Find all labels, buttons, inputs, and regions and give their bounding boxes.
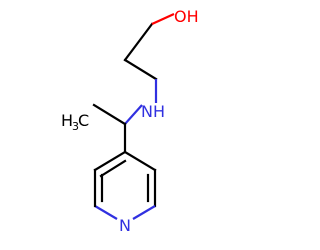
propanol-chain — [123, 12, 175, 81]
bond-nh-ch — [124, 104, 143, 125]
amine-linkages — [92, 79, 158, 154]
bond-ch-methyl — [92, 103, 127, 126]
amine-nh-label: NH — [141, 102, 165, 121]
bond-c3-c2 — [123, 58, 158, 81]
ring-bond-c4-c3 — [123, 150, 157, 172]
hydroxyl-label: OH — [174, 7, 199, 26]
ring-bond-c2-n — [132, 205, 156, 220]
bond-c2-c1 — [123, 22, 154, 62]
molecule-svg: OH NH H 3 C N — [61, 7, 199, 235]
pyridine-ring — [93, 150, 157, 220]
methyl-h-label: H — [61, 111, 73, 130]
bond-c1-oh — [151, 12, 175, 26]
ring-bond-n-c6 — [94, 205, 118, 220]
structure-diagram: OH NH H 3 C N — [61, 7, 199, 235]
ring-bond-c5-c4-inner — [99, 159, 127, 178]
methyl-subscript: 3 — [72, 120, 79, 133]
methyl-c-label: C — [78, 111, 89, 130]
pyridine-n-label: N — [119, 216, 131, 235]
ring-bond-c5-c4 — [93, 150, 127, 172]
methyl-label: H 3 C — [61, 111, 89, 133]
